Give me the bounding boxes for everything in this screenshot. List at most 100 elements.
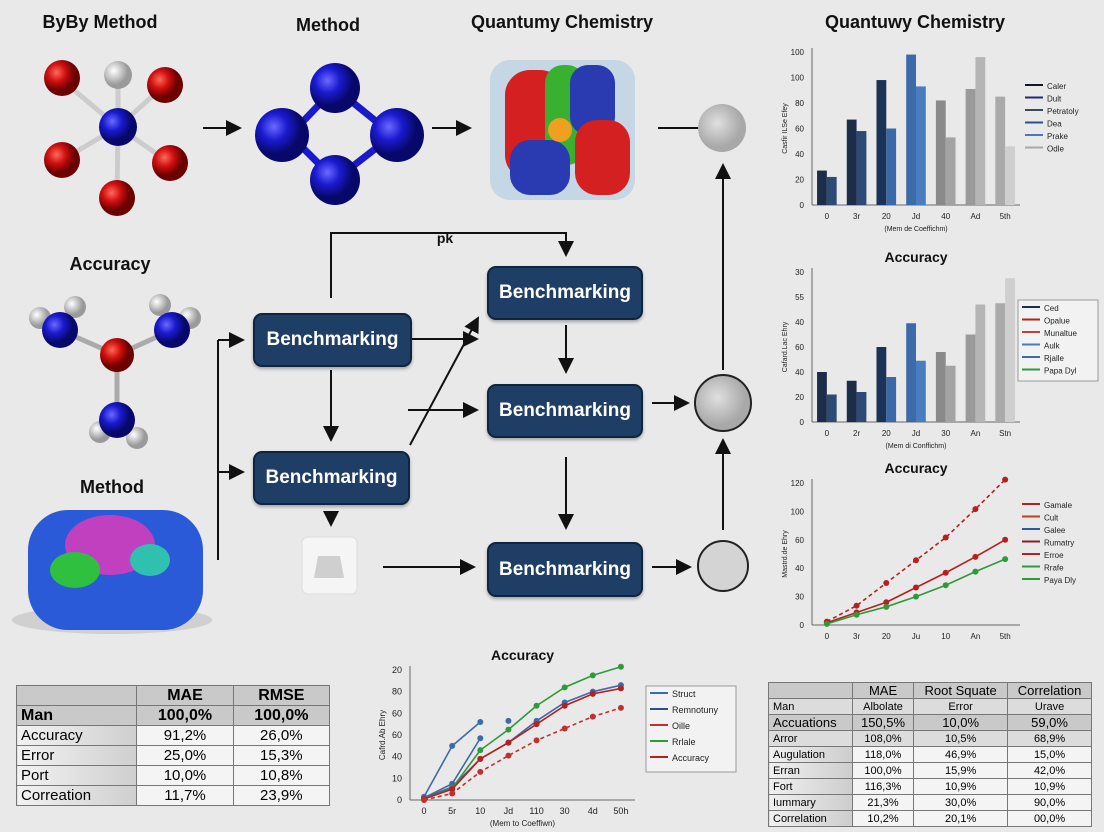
- table-cell: 10,5%: [913, 730, 1009, 747]
- legend-label: Dea: [1047, 120, 1062, 129]
- table-cell: Arror: [768, 730, 853, 747]
- table-cell: 11,7%: [136, 785, 234, 806]
- x-tick-label: 10: [475, 806, 485, 816]
- node-circle-middle: [694, 374, 752, 432]
- series-line: [826, 539, 1006, 624]
- legend-label: Struct: [672, 689, 696, 699]
- bar: [826, 176, 837, 205]
- table-header-cell: Correlation: [1007, 682, 1092, 699]
- y-axis-label: Cafrd.Ab Ehry: [378, 710, 387, 760]
- x-tick-label: Jd: [504, 806, 514, 816]
- benchmarking-box-1[interactable]: Benchmarking: [253, 313, 412, 367]
- series-line: [423, 707, 622, 801]
- legend-label: Papa Dyl: [1044, 367, 1077, 376]
- x-tick-label: 0: [825, 429, 830, 438]
- x-tick-label: 10: [941, 632, 950, 641]
- x-tick-label: An: [971, 632, 981, 641]
- y-tick-label: 40: [795, 318, 804, 327]
- table-cell: 23,9%: [232, 785, 331, 806]
- y-axis-label: Cafard.Lac Ehry: [782, 321, 789, 372]
- node-circle-bottom: [697, 540, 749, 592]
- legend-label: Cult: [1044, 514, 1059, 523]
- x-tick-label: 3r: [853, 632, 860, 641]
- y-tick-label: 100: [791, 48, 805, 57]
- table-cell: Correlation: [768, 810, 853, 827]
- x-tick-label: 20: [882, 212, 891, 221]
- table-cell: 00,0%: [1007, 810, 1092, 827]
- protein-surface-icon: [12, 510, 212, 634]
- bar: [935, 100, 946, 205]
- x-tick-label: 0: [825, 212, 830, 221]
- y-tick-label: 30: [795, 593, 804, 602]
- x-tick-label: Jd: [912, 212, 920, 221]
- series-line: [423, 721, 481, 798]
- y-tick-label: 55: [795, 293, 804, 302]
- y-tick-label: 60: [392, 708, 402, 718]
- bar: [975, 304, 986, 422]
- legend-label: Remnotuny: [672, 705, 719, 715]
- table-cell: 150,5%: [851, 714, 915, 731]
- y-tick-label: 40: [795, 368, 804, 377]
- bar: [817, 170, 827, 205]
- table-cell: 116,3%: [851, 778, 915, 795]
- bar: [995, 303, 1006, 422]
- x-tick-label: Stn: [999, 429, 1011, 438]
- bar: [906, 54, 916, 205]
- x-tick-label: 4d: [588, 806, 598, 816]
- y-tick-label: 100: [791, 74, 805, 83]
- benchmarking-box-2[interactable]: Benchmarking: [487, 266, 643, 320]
- bar: [916, 86, 926, 205]
- legend-label: Gamale: [1044, 501, 1073, 510]
- benchmarking-box-3[interactable]: Benchmarking: [487, 384, 643, 438]
- bar: [876, 347, 887, 422]
- table-header-cell: [15, 685, 138, 706]
- label-byby-method: ByBy Method: [42, 12, 158, 32]
- table-cell: 42,0%: [1007, 762, 1092, 779]
- bar: [945, 365, 956, 422]
- table-cell: 25,0%: [136, 745, 234, 766]
- table-cell: 10,9%: [913, 778, 1009, 795]
- flow-arrows: [203, 120, 731, 575]
- label-quantum-chemistry: Quantumy Chemistry: [470, 12, 654, 32]
- x-tick-label: Ad: [971, 212, 981, 221]
- table-header-cell: Root Squate: [913, 682, 1009, 699]
- series-line: [423, 737, 481, 799]
- legend-label: Oille: [672, 721, 690, 731]
- legend-label: Prake: [1047, 132, 1068, 141]
- x-tick-label: 5th: [1000, 212, 1011, 221]
- y-tick-label: 60: [795, 125, 804, 134]
- y-tick-label: 120: [791, 479, 805, 488]
- table-cell: Iummary: [768, 794, 853, 811]
- y-tick-label: 20: [392, 665, 402, 675]
- table-cell: 21,3%: [851, 794, 915, 811]
- table-cell: Error: [15, 745, 138, 766]
- bar: [1005, 278, 1015, 422]
- legend-label: Aulk: [1044, 342, 1061, 351]
- molecule-ammonia-icon: [29, 294, 201, 449]
- table-cell: Port: [15, 765, 138, 786]
- table-cell: 15,0%: [1007, 746, 1092, 763]
- benchmarking-box-5[interactable]: Benchmarking: [487, 542, 643, 597]
- benchmarking-box-4[interactable]: Benchmarking: [253, 451, 410, 505]
- legend-label: Caler: [1047, 82, 1066, 91]
- bar: [886, 128, 897, 205]
- line-chart-accuracy-right: Accuracy030406010012003r20Ju10An5th(Mem …: [782, 460, 1076, 641]
- x-tick-label: 5th: [1000, 632, 1011, 641]
- table-header-cell: [768, 682, 853, 699]
- table-cell: 100,0%: [851, 762, 915, 779]
- x-tick-label: 40: [941, 212, 950, 221]
- legend-label: Petratoly: [1047, 107, 1079, 116]
- y-tick-label: 60: [392, 730, 402, 740]
- y-axis-label: Casfir ILSe Efey: [782, 103, 789, 154]
- table-subheader-cell: Error: [913, 698, 1009, 715]
- table-cell: Accuations: [768, 714, 853, 731]
